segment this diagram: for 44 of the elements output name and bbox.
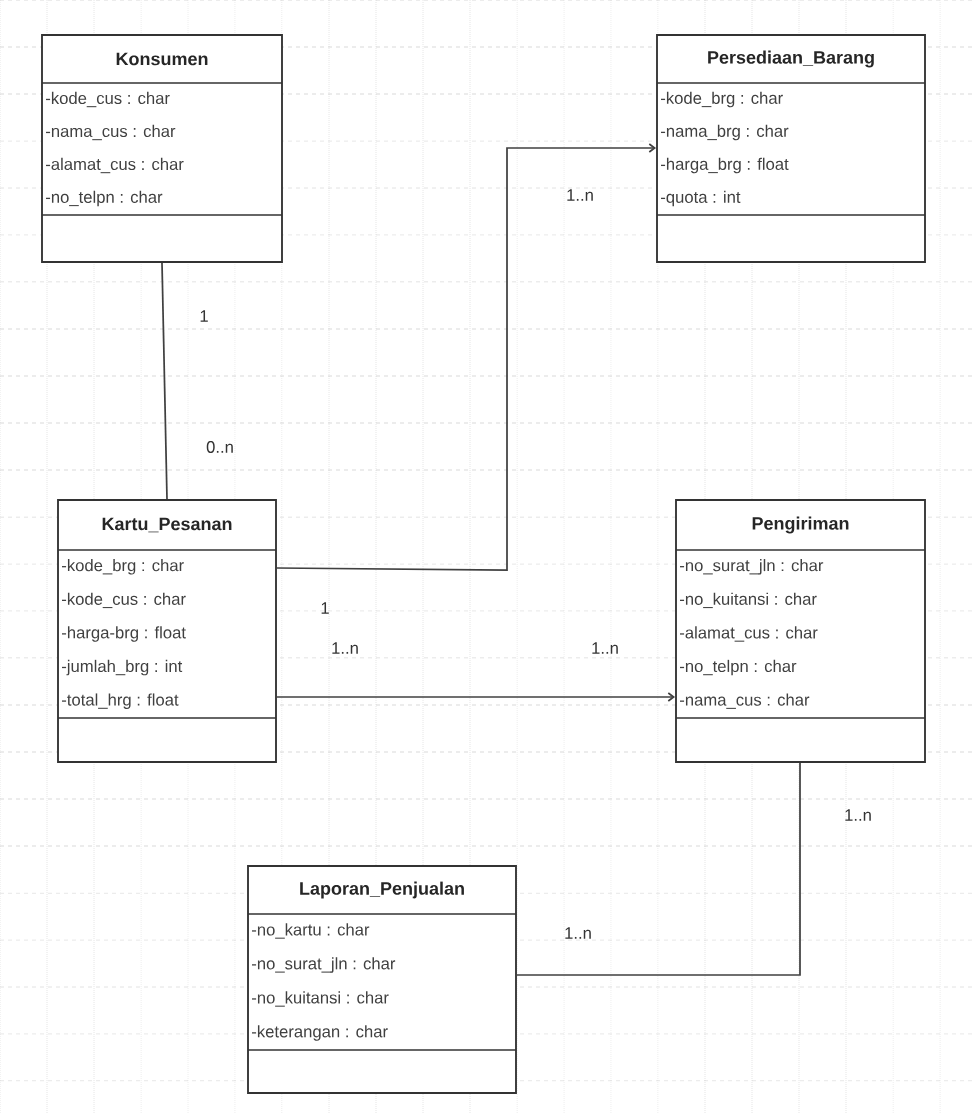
association-line [276, 692, 676, 702]
attribute-text: -jumlah_brg : int [62, 659, 183, 676]
class-name: Pengiriman [752, 516, 849, 534]
association-line [276, 143, 657, 571]
attribute-text: -alamat_cus : char [680, 626, 818, 642]
attribute-text: -no_surat_jln : char [680, 559, 824, 575]
attribute-text: -alamat_cus : char [46, 157, 184, 174]
class-box [57, 499, 277, 763]
attribute-text: -harga_brg : float [661, 157, 789, 174]
attribute-text: -no_telpn : char [46, 190, 163, 207]
multiplicity-label: 0..n [206, 441, 233, 453]
attribute-text: -no_kuitansi : char [252, 991, 389, 1007]
attribute-text: -no_surat_jln : char [252, 957, 396, 973]
multiplicity-label: 1..n [567, 189, 593, 201]
association-line [516, 762, 801, 976]
attribute-text: -no_telpn : char [680, 659, 797, 676]
class-name: Laporan_Penjualan [300, 881, 464, 899]
class-box [41, 34, 283, 263]
attribute-text: -kode_cus : char [62, 592, 186, 609]
class-name: Persediaan_Barang [708, 50, 874, 68]
multiplicity-label: 1 [321, 602, 329, 614]
multiplicity-label: 1..n [332, 642, 358, 654]
multiplicity-label: 1 [200, 310, 208, 322]
attribute-text: -nama_cus : char [680, 693, 810, 709]
class-name: Kartu_Pesanan [102, 517, 232, 533]
attribute-text: -quota : int [661, 190, 741, 207]
attribute-text: -keterangan : char [252, 1025, 388, 1041]
attribute-text: -kode_brg : char [62, 559, 184, 575]
class-box [247, 865, 517, 1094]
attribute-text: -nama_brg : char [661, 124, 789, 141]
attribute-text: -no_kartu : char [252, 923, 370, 939]
attribute-text: -nama_cus : char [46, 124, 176, 141]
attribute-text: -total_hrg : float [62, 693, 179, 709]
class-box [675, 499, 926, 763]
attribute-text: -harga-brg : float [62, 626, 186, 642]
attribute-text: -kode_cus : char [46, 91, 170, 108]
association-line [161, 262, 168, 500]
multiplicity-label: 1..n [565, 927, 591, 939]
class-name: Konsumen [116, 52, 208, 66]
multiplicity-label: 1..n [592, 642, 618, 654]
attribute-text: -no_kuitansi : char [680, 592, 817, 609]
multiplicity-label: 1..n [845, 809, 871, 821]
attribute-text: -kode_brg : char [661, 91, 783, 108]
class-box [656, 34, 926, 263]
